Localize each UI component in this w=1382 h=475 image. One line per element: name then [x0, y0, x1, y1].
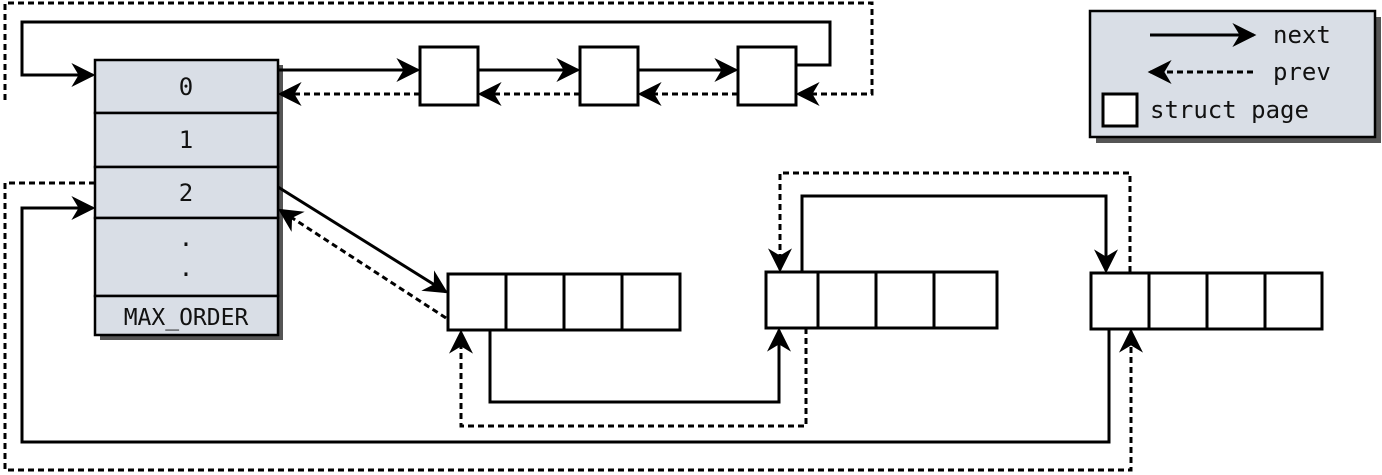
slot-dot-1: .: [179, 224, 193, 252]
four-page-block-1: [446, 272, 682, 332]
free-area-array: 0 1 2 . . MAX_ORDER: [93, 58, 283, 340]
legend-next-label: next: [1273, 21, 1331, 49]
order-2-next-links: [20, 185, 1118, 444]
slot-0-cell: [93, 58, 280, 115]
slot-max-order-cell: [93, 294, 280, 337]
slot-1-label: 1: [179, 126, 193, 154]
slot-max-order-label: MAX_ORDER: [124, 305, 249, 331]
slot-1-cell: [93, 111, 280, 169]
legend-page-label: struct page: [1150, 96, 1309, 124]
legend-page-icon: [1101, 92, 1139, 128]
order-2-prev-links: [3, 171, 1143, 472]
order-0-pages: [418, 45, 798, 107]
legend-prev-label: prev: [1273, 58, 1331, 86]
order-2-blocks: [446, 270, 1324, 332]
order-0-next-links: [20, 20, 832, 87]
order-0-prev-links: [3, 1, 874, 106]
slot-0-label: 0: [179, 73, 193, 101]
slot-2-label: 2: [179, 179, 193, 207]
four-page-block-3: [1089, 271, 1324, 331]
page-block: [578, 45, 640, 107]
slot-2-cell: [93, 165, 280, 220]
page-block: [418, 45, 480, 107]
page-block: [736, 45, 798, 107]
four-page-block-2: [764, 270, 999, 330]
slot-dot-2: .: [179, 254, 193, 282]
legend: next prev struct page: [1088, 9, 1381, 143]
